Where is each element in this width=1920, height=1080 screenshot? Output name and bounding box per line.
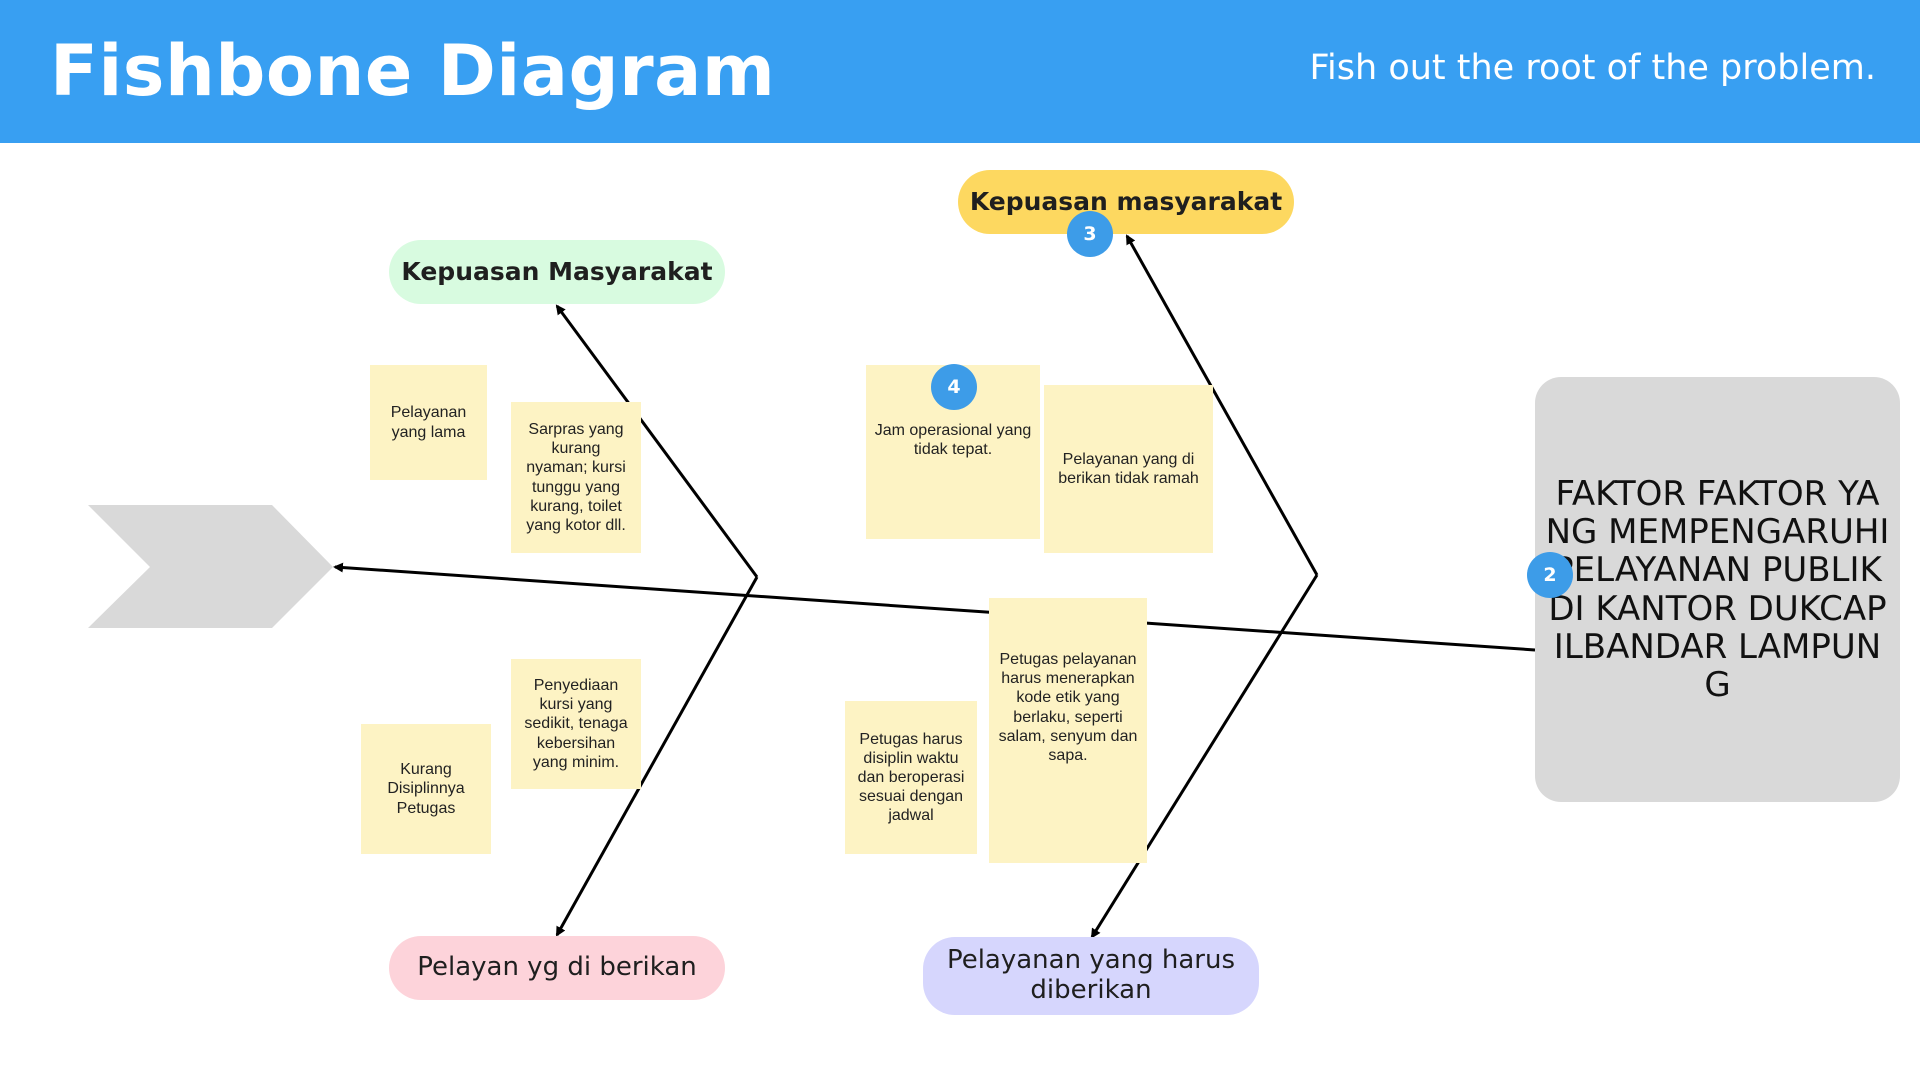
note-tidak-ramah: Pelayanan yang di berikan tidak ramah [1044,385,1213,553]
category-bottom-right: Pelayanan yang harus diberikan [923,937,1259,1015]
badge-top-right: 3 [1067,211,1113,257]
note-sarpras: Sarpras yang kurang nyaman; kursi tunggu… [511,402,641,553]
spine-line [333,562,1536,652]
effect-box: FAKTOR FAKTOR YANG MEMPENGARUHIPELAYANAN… [1535,377,1900,802]
page-title: Fishbone Diagram [50,30,776,112]
badge-jam-note: 4 [931,364,977,410]
header-bar: Fishbone Diagram Fish out the root of th… [0,0,1920,143]
bone-top-right [1125,234,1319,576]
note-penyediaan-kursi: Penyediaan kursi yang sedikit, tenaga ke… [511,659,641,789]
category-top-left: Kepuasan Masyarakat [389,240,725,304]
bone-bottom-left [555,576,759,937]
fish-tail-shape [88,505,333,628]
note-kurang-disiplin: Kurang Disiplinnya Petugas [361,724,491,854]
bone-bottom-right [1090,574,1319,939]
page-subtitle: Fish out the root of the problem. [1309,48,1876,88]
category-top-right: Kepuasan masyarakat [958,170,1294,234]
badge-effect: 2 [1527,552,1573,598]
category-bottom-left: Pelayan yg di berikan [389,936,725,1000]
note-pelayanan-lama: Pelayanan yang lama [370,365,487,480]
note-kode-etik: Petugas pelayanan harus menerapkan kode … [989,598,1147,863]
bone-top-left [555,304,759,578]
note-disiplin-waktu: Petugas harus disiplin waktu dan beroper… [845,701,977,854]
